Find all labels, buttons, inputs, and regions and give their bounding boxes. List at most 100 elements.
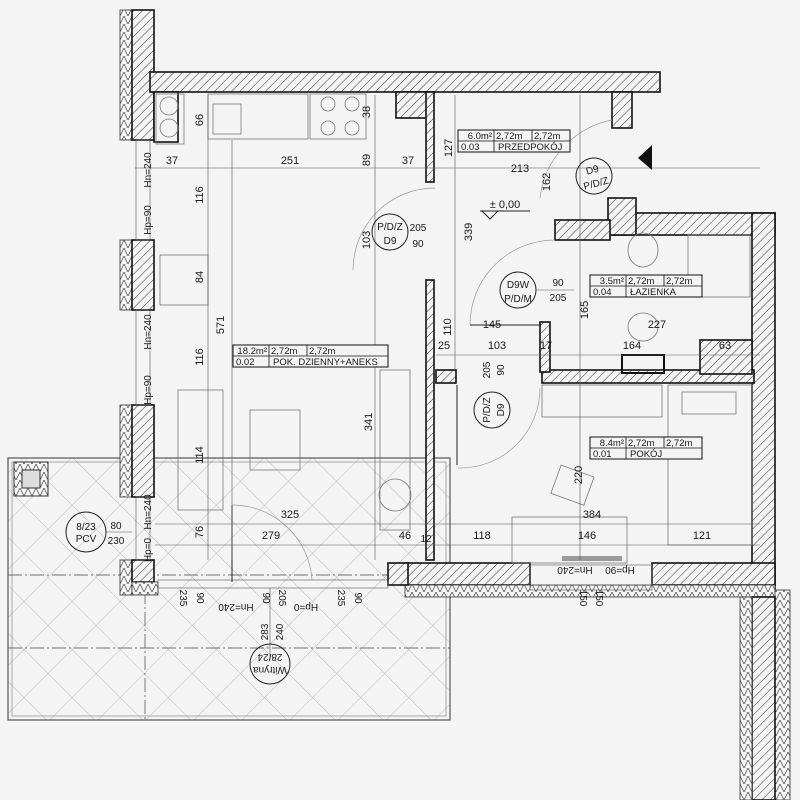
dim-label: 341 bbox=[363, 413, 375, 431]
room-name: POK. DZIENNY+ANEKS bbox=[273, 357, 378, 368]
dim-label: 227 bbox=[648, 319, 666, 331]
door-code: D9W bbox=[507, 280, 530, 291]
door-tags: P/D/Z D9 205 90 D9 P/D/Z D9W P/D/M 90 20… bbox=[371, 157, 613, 429]
window-height-label: Hp=90 bbox=[605, 564, 635, 575]
room-name: PRZEDPOKÓJ bbox=[498, 142, 563, 153]
dim-label: 121 bbox=[693, 530, 711, 542]
door-tag: D9 P/D/Z bbox=[575, 157, 613, 195]
room-area: 8.4m² bbox=[600, 438, 624, 449]
dim-label: 213 bbox=[511, 163, 529, 175]
dim-label: 118 bbox=[473, 530, 491, 542]
door-width: 90 bbox=[412, 239, 424, 250]
sill-dim: 90 bbox=[194, 592, 205, 604]
dim-label: 66 bbox=[194, 114, 206, 126]
door-width: 90 bbox=[552, 278, 564, 289]
dim-label: 220 bbox=[573, 466, 585, 484]
sill-dim: 150 bbox=[577, 590, 588, 607]
dim-label: 37 bbox=[166, 155, 178, 167]
room-height2: 2,72m bbox=[666, 276, 692, 287]
room-name: POKÓJ bbox=[630, 449, 662, 460]
dim-label: 114 bbox=[194, 446, 206, 464]
dim-label: 12 bbox=[420, 534, 432, 545]
room-height2: 2,72m bbox=[666, 438, 692, 449]
room-name: ŁAZIENKA bbox=[630, 287, 677, 298]
dim-label: 116 bbox=[194, 186, 206, 204]
dim-label: 146 bbox=[578, 530, 596, 542]
door-code: D9 bbox=[496, 403, 507, 416]
door-tag: P/D/Z D9 205 90 bbox=[371, 213, 427, 251]
pcv-window-material: PCV bbox=[76, 534, 97, 545]
dim-label: 25 bbox=[438, 340, 450, 352]
sill-dim: 235 bbox=[177, 590, 188, 607]
dim-label: 46 bbox=[399, 530, 411, 542]
dim-label: 325 bbox=[281, 509, 299, 521]
windows bbox=[135, 139, 653, 591]
window-height-label: Hp=0 bbox=[143, 537, 154, 562]
room-area: 18.2m² bbox=[237, 346, 267, 357]
dim-label: 251 bbox=[281, 155, 299, 167]
room-height1: 2,72m bbox=[271, 346, 297, 357]
pcv-window-width: 80 bbox=[110, 521, 122, 532]
witryna-code: 28/24 bbox=[257, 651, 282, 662]
dimension-labels: 66 38 37 251 89 37 127 213 162 116 103 3… bbox=[166, 106, 731, 545]
furniture bbox=[155, 93, 753, 564]
dim-label: 89 bbox=[361, 154, 373, 166]
door-type: P/D/Z bbox=[377, 222, 403, 233]
room-area: 3.5m² bbox=[600, 276, 624, 287]
walls bbox=[119, 9, 791, 800]
dim-label: 116 bbox=[194, 348, 206, 366]
balcony bbox=[7, 457, 451, 721]
room-number: 0.01 bbox=[593, 449, 612, 460]
pcv-window-height: 230 bbox=[108, 536, 125, 547]
door-tag: P/D/Z D9 205 90 bbox=[473, 361, 511, 429]
dim-label: 84 bbox=[194, 271, 206, 283]
door-height: 205 bbox=[550, 293, 567, 304]
door-tag: D9W P/D/M 90 205 bbox=[499, 271, 574, 309]
witryna-dim: 205 bbox=[276, 590, 287, 607]
window-height-label: Hn=240 bbox=[557, 564, 593, 575]
door-height: 205 bbox=[482, 361, 493, 378]
room-height2: 2,72m bbox=[534, 131, 560, 142]
dim-label: 17 bbox=[540, 340, 552, 352]
door-type: P/D/Z bbox=[482, 397, 493, 423]
door-height: 205 bbox=[410, 223, 427, 234]
door-code: D9 bbox=[585, 164, 601, 178]
dim-label: 162 bbox=[541, 173, 553, 191]
window-height-label: Hp=90 bbox=[143, 375, 154, 405]
pcv-window-tag: 8/23 PCV 80 230 bbox=[65, 511, 132, 553]
door-width: 90 bbox=[496, 364, 507, 376]
door-type: P/D/Z bbox=[582, 176, 610, 193]
dim-label: 279 bbox=[262, 530, 280, 542]
dim-label: 110 bbox=[442, 318, 454, 336]
sill-dim: 235 bbox=[335, 590, 346, 607]
witryna-name: Witryna bbox=[253, 664, 287, 675]
pcv-window-code: 8/23 bbox=[76, 522, 96, 533]
room-height2: 2,72m bbox=[309, 346, 335, 357]
dimension-lines bbox=[135, 95, 760, 660]
room-height1: 2,72m bbox=[628, 276, 654, 287]
dim-label: 384 bbox=[583, 509, 601, 521]
dim-label: 63 bbox=[719, 340, 731, 352]
dim-label: 164 bbox=[623, 340, 641, 352]
room-number: 0.02 bbox=[236, 357, 255, 368]
window-height-label: Hn=240 bbox=[218, 601, 254, 612]
dim-label: 127 bbox=[443, 139, 455, 157]
dim-label: 38 bbox=[361, 106, 373, 118]
dim-label: 76 bbox=[194, 526, 206, 538]
window-labels: Hn=240 Hp=90 Hn=240 Hp=90 Hn=240 Hp=0 Hn… bbox=[65, 152, 635, 685]
door-code: D9 bbox=[384, 236, 397, 247]
sill-dim: 90 bbox=[352, 592, 363, 604]
witryna-dim: 240 bbox=[275, 623, 286, 640]
window-height-label: Hn=240 bbox=[143, 494, 154, 530]
dim-label: 571 bbox=[215, 316, 227, 334]
room-label-pok-dzienny: 18.2m² 2,72m 2,72m 0.02 POK. DZIENNY+ANEKS bbox=[232, 344, 389, 368]
room-height1: 2,72m bbox=[496, 131, 522, 142]
sill-dim: 150 bbox=[593, 590, 604, 607]
dim-label: 103 bbox=[361, 231, 373, 249]
dim-label: 165 bbox=[579, 301, 591, 319]
